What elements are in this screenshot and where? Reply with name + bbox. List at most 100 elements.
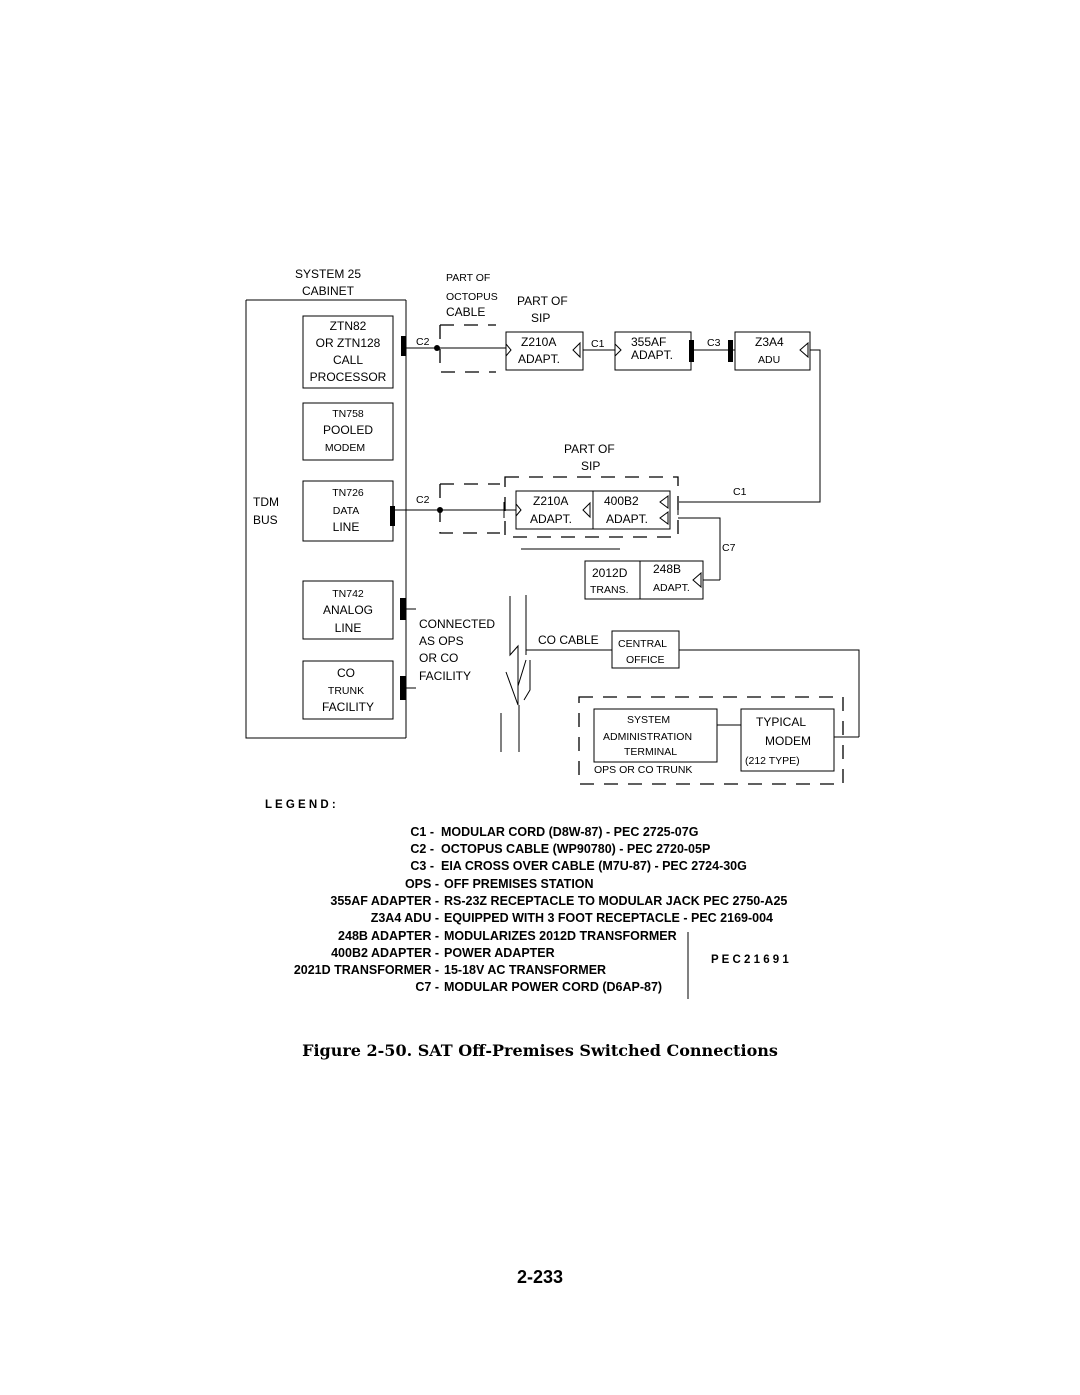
c2-mid-label: C2	[416, 494, 430, 506]
z210a-mid-label-1: Z210A	[533, 494, 568, 508]
ops-or-co-trunk-label: OPS OR CO TRUNK	[594, 764, 692, 776]
pec-note: P E C 2 1 6 9 1	[711, 954, 789, 966]
c2-plug-top	[401, 336, 406, 356]
connector-arrow-icon	[799, 341, 809, 359]
legend-desc: MODULARIZES 2012D TRANSFORMER	[444, 929, 677, 943]
tn742-label-1: TN742	[332, 588, 364, 600]
ztn82-call-processor-box: ZTN82 OR ZTN128 CALL PROCESSOR	[302, 315, 394, 389]
cabinet-title-2: CABINET	[302, 284, 355, 298]
adapter-400b2-label-2: ADAPT.	[606, 512, 648, 526]
co-trunk-label-1: CO	[337, 666, 355, 680]
tn726-label-3: LINE	[333, 520, 360, 534]
c3-plug-left	[689, 340, 694, 362]
tn742-label-2: ANALOG	[323, 603, 373, 617]
legend-desc: POWER ADAPTER	[444, 946, 555, 960]
co-trunk-label-3: FACILITY	[322, 700, 374, 714]
z3a4-adu-box: Z3A4 ADU	[734, 331, 811, 371]
analog-plug	[400, 598, 406, 620]
z210a-top-label-2: ADAPT.	[518, 352, 560, 366]
z210a-mid-label-2: ADAPT.	[530, 512, 572, 526]
c3-label: C3	[707, 337, 721, 349]
trunk-plug	[400, 676, 406, 700]
legend-term: C7 -	[415, 980, 439, 994]
connector-arrow-icon	[659, 511, 669, 525]
typical-modem-label-1: TYPICAL	[756, 715, 806, 729]
co-cable-label: CO CABLE	[538, 633, 599, 647]
legend-desc: EIA CROSS OVER CABLE (M7U-87) - PEC 2724…	[441, 859, 747, 873]
tn758-pooled-modem-box: TN758 POOLED MODEM	[302, 402, 394, 461]
junction-dot-top	[434, 345, 440, 351]
z210a-mid-box: Z210A ADAPT.	[515, 490, 594, 530]
tn726-data-line-box: TN726 DATA LINE	[302, 480, 394, 542]
legend-title: L E G E N D :	[265, 799, 336, 811]
c1-top-label: C1	[591, 338, 605, 350]
central-office-box: CENTRAL OFFICE	[611, 630, 680, 669]
legend-entries: C1 - MODULAR CORD (D8W-87) - PEC 2725-07…	[294, 825, 788, 994]
legend-term: 355AF ADAPTER -	[330, 894, 439, 908]
cabinet-title-1: SYSTEM 25	[295, 267, 361, 281]
legend-term: Z3A4 ADU -	[371, 911, 439, 925]
connected-label-2: AS OPS	[419, 634, 464, 648]
typical-modem-label-3: (212 TYPE)	[745, 755, 800, 767]
legend-term: 248B ADAPTER -	[338, 929, 439, 943]
ztn82-label-4: PROCESSOR	[310, 370, 387, 384]
sat-label-3: TERMINAL	[624, 746, 677, 758]
legend-desc: EQUIPPED WITH 3 FOOT RECEPTACLE - PEC 21…	[444, 911, 773, 925]
sip-top-label-2: SIP	[531, 311, 550, 325]
connector-arrow-icon	[582, 501, 591, 519]
legend-desc: MODULAR CORD (D8W-87) - PEC 2725-07G	[441, 825, 698, 839]
ztn82-label-2: OR ZTN128	[316, 336, 381, 350]
line-break-symbol-2	[517, 595, 531, 701]
legend-term: OPS -	[405, 877, 439, 891]
connector-arrow-icon	[515, 503, 522, 517]
line-break-tails	[500, 705, 520, 752]
connector-arrow-icon	[692, 571, 702, 589]
tn726-label-1: TN726	[332, 487, 364, 499]
typical-modem-label-2: MODEM	[765, 734, 811, 748]
cabinet-outline	[245, 299, 407, 739]
octopus-dashed-outline-mid	[439, 483, 500, 534]
adapter-355af-box: 355AF ADAPT.	[614, 331, 692, 371]
c2-top-label: C2	[416, 336, 430, 348]
connector-arrow-icon	[659, 495, 669, 509]
adapter-355af-label-2: ADAPT.	[631, 348, 673, 362]
tdm-label-1: TDM	[253, 495, 279, 509]
adapter-400b2-label-1: 400B2	[604, 494, 639, 508]
octopus-label-3: CABLE	[446, 305, 485, 319]
legend-term: C1 -	[410, 825, 434, 839]
sat-dashed-outline	[578, 696, 844, 785]
line-break-symbol	[505, 596, 519, 706]
octopus-label-2: OCTOPUS	[446, 291, 498, 303]
connector-arrow-icon	[505, 343, 512, 357]
z210a-top-box: Z210A ADAPT.	[505, 331, 584, 371]
typical-modem-box: TYPICAL MODEM (212 TYPE)	[740, 708, 835, 772]
sat-label-1: SYSTEM	[627, 714, 670, 726]
legend-term: C2 -	[410, 842, 434, 856]
tn742-label-3: LINE	[335, 621, 362, 635]
c3-plug-right	[728, 340, 733, 362]
c1-cord-line	[679, 349, 821, 503]
sat-label-2: ADMINISTRATION	[603, 731, 692, 743]
legend-desc: 15-18V AC TRANSFORMER	[444, 963, 606, 977]
page-number: 2-233	[516, 1267, 564, 1287]
trans-2012d-box: 2012D TRANS. 248B ADAPT.	[584, 560, 704, 600]
connected-label-1: CONNECTED	[419, 617, 495, 631]
trans-2012d-label-1: 2012D	[592, 566, 628, 580]
z3a4-label-2: ADU	[758, 354, 780, 366]
tn742-analog-line-box: TN742 ANALOG LINE	[302, 580, 394, 640]
co-to-modem-line	[679, 649, 860, 737]
ztn82-label-3: CALL	[333, 353, 363, 367]
tn758-label-1: TN758	[332, 408, 364, 420]
tn726-label-2: DATA	[333, 505, 359, 517]
adapter-248b-label-1: 248B	[653, 562, 681, 576]
adapter-400b2-box: 400B2 ADAPT.	[592, 490, 671, 530]
tn758-label-3: MODEM	[325, 442, 365, 454]
junction-dot-mid	[437, 507, 443, 513]
octopus-label-1: PART OF	[446, 272, 490, 284]
sip-mid-label-2: SIP	[581, 459, 600, 473]
co-trunk-label-2: TRUNK	[328, 685, 364, 697]
z3a4-label-1: Z3A4	[755, 335, 784, 349]
ztn82-label-1: ZTN82	[330, 319, 367, 333]
z210a-top-label-1: Z210A	[521, 335, 556, 349]
